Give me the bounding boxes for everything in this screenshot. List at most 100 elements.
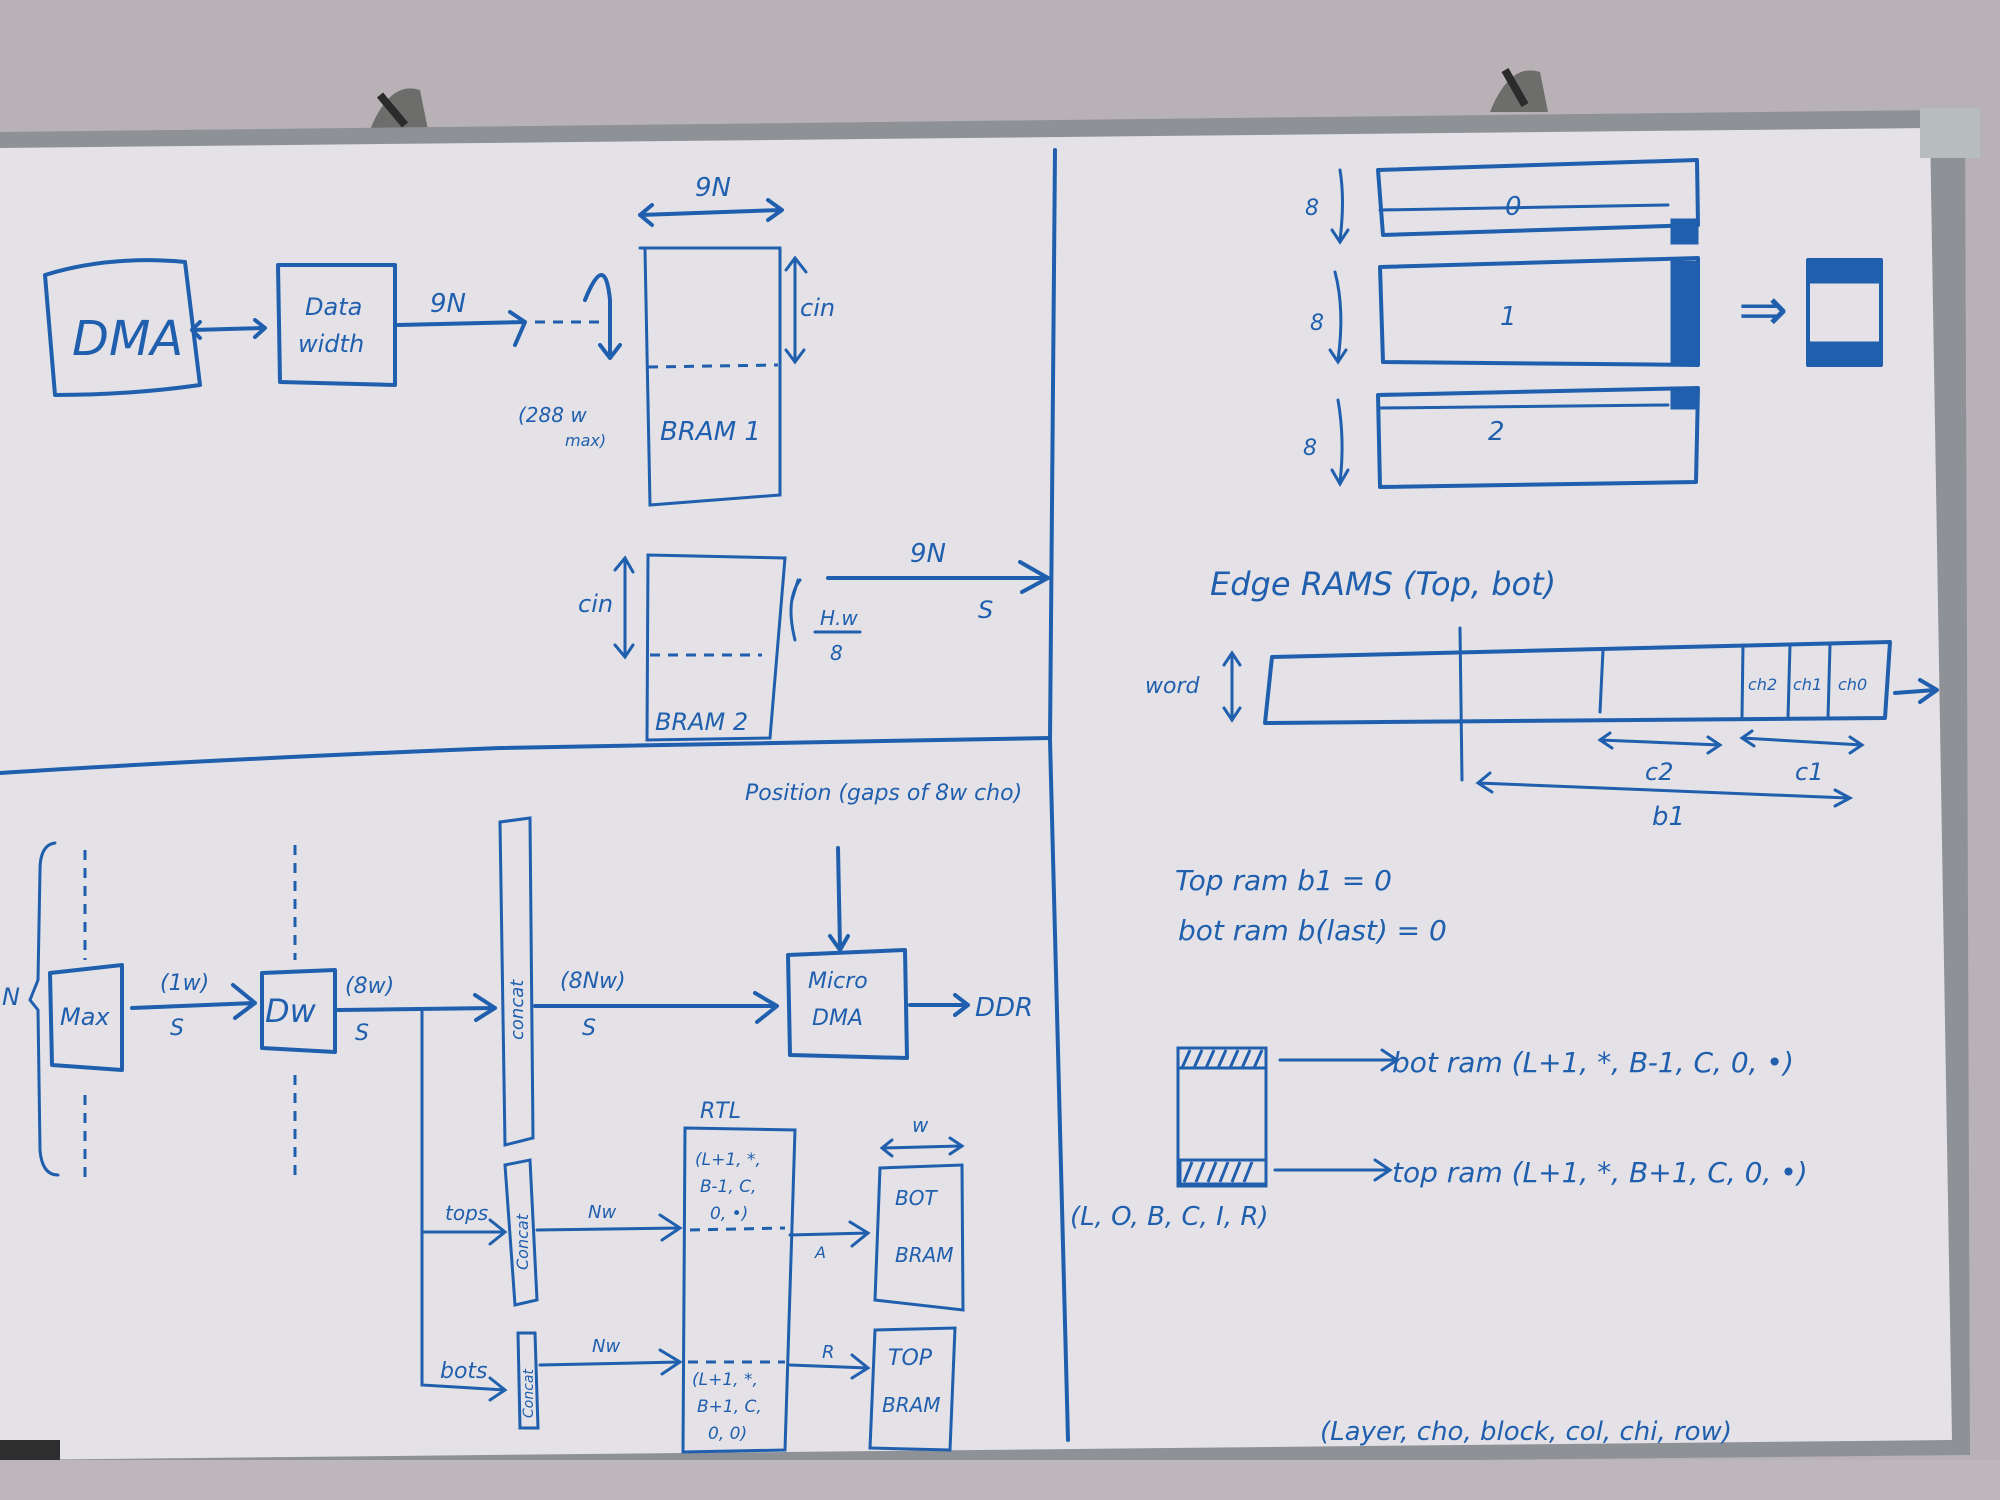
micro-dma-label-2: DMA <box>812 1006 863 1031</box>
concat-bots-label: Concat <box>521 1369 537 1418</box>
span-c2-arrow <box>1597 731 1723 755</box>
rtl-label: RTL <box>700 1099 741 1124</box>
span-b1-arrow <box>1475 771 1854 808</box>
block-2-height: 8 <box>1303 436 1317 461</box>
rule-bot-ram: bot ram b(last) = 0 <box>1178 914 1447 947</box>
bots-label: bots <box>440 1359 488 1384</box>
concat-main-label: concat <box>507 979 528 1040</box>
dw-out-width: (8w) <box>345 974 394 999</box>
concat-tops-block: Concat <box>503 1158 539 1307</box>
implies-arrow: ⇒ <box>1738 275 1788 345</box>
bram1-block: BRAM 1 <box>638 246 782 507</box>
board-surface <box>0 128 1952 1460</box>
bram2-block: BRAM 2 <box>645 553 787 742</box>
position-arrow <box>828 846 850 952</box>
top-target-tuple: top ram (L+1, *, B+1, C, 0, •) <box>1392 1156 1808 1189</box>
wall-hook-left <box>370 88 428 130</box>
edge-rams-title: Edge RAMS (Top, bot) <box>1210 565 1556 603</box>
bram2-read-arrow <box>789 578 802 642</box>
max-dw-arrow <box>130 983 257 1020</box>
block-1-label: 1 <box>1500 302 1517 332</box>
micro-dma-label-1: Micro <box>808 969 868 994</box>
bram2-fraction-num: H.w <box>820 606 858 630</box>
max-block: Max <box>48 963 124 1072</box>
rtl-bot-tuple-3: 0, 0) <box>708 1424 747 1444</box>
port-r-label: R <box>822 1342 835 1363</box>
microdma-ddr-arrow <box>908 993 970 1017</box>
data-width-label-2: width <box>298 330 364 358</box>
tops-rtl-arrow <box>535 1213 683 1242</box>
datawidth-out-arrow <box>396 310 527 347</box>
max-label: Max <box>60 1003 110 1031</box>
ddr-label: DDR <box>975 993 1033 1023</box>
block-0-label: 0 <box>1505 192 1522 222</box>
rtl-top-tuple-3: 0, •) <box>710 1204 748 1224</box>
bram1-depth-arrow <box>784 255 808 365</box>
block-0-height: 8 <box>1305 196 1319 221</box>
concat-tops-label: Concat <box>513 1213 532 1270</box>
bot-bram-label-2: BRAM <box>895 1243 954 1267</box>
concat-bots-block: Concat <box>516 1331 540 1430</box>
block-1: 1 8 <box>1310 256 1700 367</box>
concat-out-stream: S <box>582 1016 596 1041</box>
source-tuple: (L, O, B, C, I, R) <box>1070 1202 1269 1232</box>
dw-block: Dw <box>260 968 337 1054</box>
concat-microdma-arrow <box>533 991 779 1024</box>
block-1-height: 8 <box>1310 311 1324 336</box>
dma-block: DMA <box>43 258 202 397</box>
port-a-label: A <box>814 1243 826 1262</box>
dw-label: Dw <box>265 992 317 1030</box>
block-0: 0 8 <box>1305 158 1700 245</box>
frame-corner-top-right <box>1920 108 1980 158</box>
nw-a-label: Nw <box>588 1202 616 1223</box>
top-map-arrow <box>1273 1158 1393 1182</box>
rtl-top-tuple-1: (L+1, *, <box>695 1150 761 1170</box>
n-brace <box>28 841 60 1177</box>
source-tile <box>1176 1046 1268 1188</box>
bram1-note-1: (288 w <box>518 403 587 427</box>
dma-datawidth-arrow <box>190 318 267 340</box>
rtl-top-tuple-2: B-1, C, <box>700 1177 756 1197</box>
top-bram-block: TOP BRAM <box>868 1326 957 1452</box>
wall-hook-right <box>1490 68 1548 112</box>
channel-ch2: ch2 <box>1748 675 1777 694</box>
max-out-stream: S <box>170 1016 184 1041</box>
block-2-label: 2 <box>1488 417 1505 447</box>
bram2-out-arrow <box>826 560 1050 594</box>
data-width-label-1: Data <box>305 293 362 321</box>
bot-target-tuple: bot ram (L+1, *, B-1, C, 0, •) <box>1392 1046 1794 1079</box>
top-bram-label-2: BRAM <box>882 1393 941 1417</box>
bram2-depth-arrow <box>613 555 635 660</box>
bots-rtl-arrow <box>538 1348 683 1376</box>
bram1-width-arrow <box>638 198 784 227</box>
bram2-fraction-den: 8 <box>830 641 843 665</box>
data-width-block: Data width <box>276 263 397 387</box>
channel-ch1: ch1 <box>1793 675 1822 694</box>
rtl-bot-tuple-2: B+1, C, <box>697 1397 762 1417</box>
concat-out-width: (8Nw) <box>560 969 626 994</box>
concat-main-block: concat <box>498 816 535 1147</box>
bram2-out-stream: S <box>978 596 993 624</box>
bram1-label: BRAM 1 <box>660 417 761 447</box>
n-label: N <box>2 983 20 1011</box>
rtl-bot-tuple-1: (L+1, *, <box>692 1370 758 1390</box>
span-c1-arrow <box>1739 729 1865 755</box>
tuple-legend: (Layer, cho, block, col, chi, row) <box>1320 1417 1732 1447</box>
block-0-height-arrow <box>1330 168 1350 245</box>
top-bram-label-1: TOP <box>888 1346 933 1371</box>
rtl-topbram-arrow <box>788 1353 871 1380</box>
channel-ch0: ch0 <box>1838 675 1867 694</box>
rule-top-ram: Top ram b1 = 0 <box>1175 864 1392 897</box>
span-b1-label: b1 <box>1652 802 1685 832</box>
bram1-note-2: max) <box>565 431 606 450</box>
word-height-arrow <box>1222 650 1242 723</box>
bot-map-arrow <box>1278 1048 1400 1072</box>
max-out-width: (1w) <box>160 971 209 996</box>
bram-width-arrow <box>879 1136 965 1158</box>
span-c1-label: c1 <box>1795 758 1823 786</box>
dw-out-stream: S <box>355 1021 369 1046</box>
edge-column-result <box>1806 258 1883 367</box>
branch-lines <box>420 1008 508 1402</box>
block-2: 2 8 <box>1303 386 1700 489</box>
